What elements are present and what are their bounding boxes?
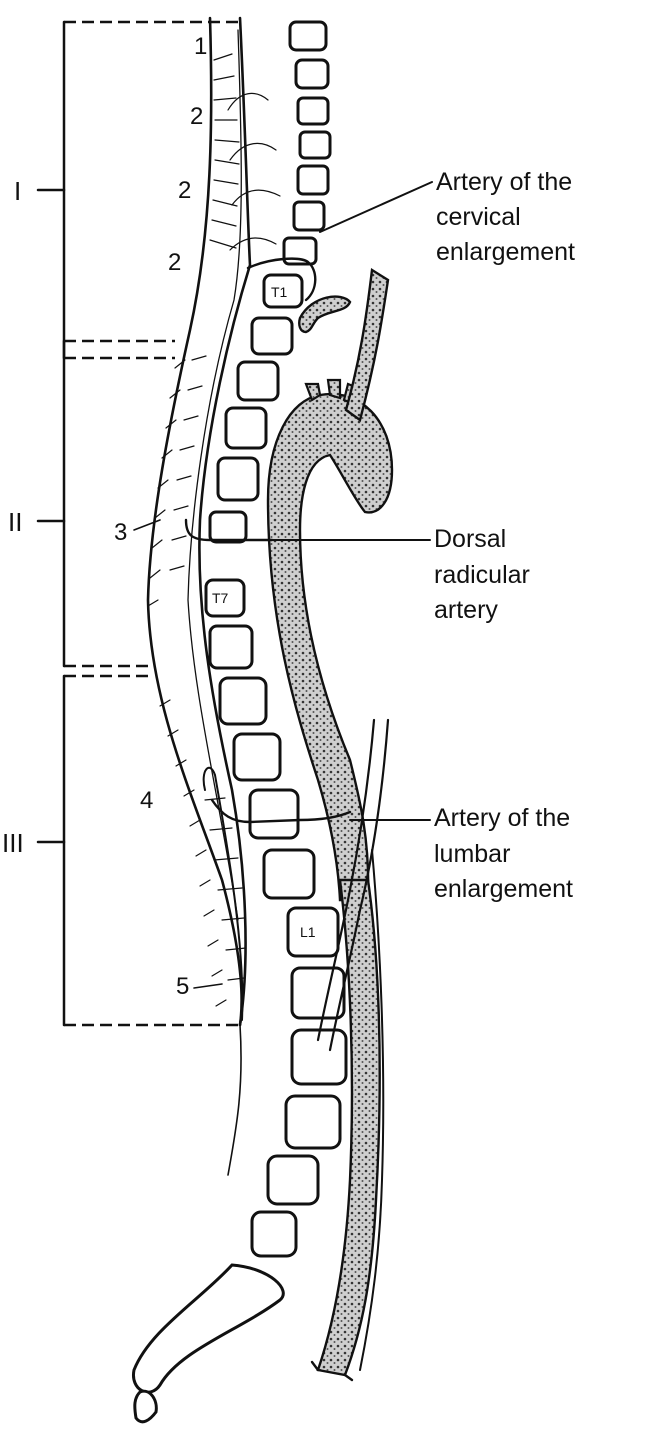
- callout-cervical-line3: enlargement: [436, 238, 575, 266]
- callout-dorsal-line1: Dorsal: [434, 525, 506, 553]
- callout-lumbar-line3: enlargement: [434, 875, 573, 903]
- lumbar-enlargement-outline: [204, 768, 243, 1020]
- marker-2a: 2: [190, 103, 203, 130]
- marker-3: 3: [114, 519, 127, 546]
- region-label-i: I: [14, 176, 21, 206]
- callout-lumbar-line2: lumbar: [434, 840, 510, 868]
- callout-lumbar: Artery of the lumbar enlargement: [434, 804, 573, 903]
- marker-2c: 2: [168, 249, 181, 276]
- marker-5: 5: [176, 973, 189, 1000]
- callout-lumbar-line1: Artery of the: [434, 804, 570, 832]
- callout-cervical: Artery of the cervical enlargement: [436, 168, 575, 266]
- marker-4: 4: [140, 787, 153, 814]
- region-label-ii: II: [8, 507, 22, 537]
- vertebra-l1-label: L1: [300, 924, 316, 940]
- callout-cervical-line1: Artery of the: [436, 168, 572, 196]
- marker-1: 1: [194, 33, 207, 60]
- vertebra-t1-label: T1: [271, 284, 288, 300]
- vertebra-t7-label: T7: [212, 590, 229, 606]
- callout-dorsal-line3: artery: [434, 596, 498, 624]
- region-label-iii: III: [2, 828, 24, 858]
- callout-dorsal: Dorsal radicular artery: [434, 525, 530, 624]
- callout-dorsal-line2: radicular: [434, 561, 530, 589]
- marker-2b: 2: [178, 177, 191, 204]
- callout-cervical-line2: cervical: [436, 203, 521, 231]
